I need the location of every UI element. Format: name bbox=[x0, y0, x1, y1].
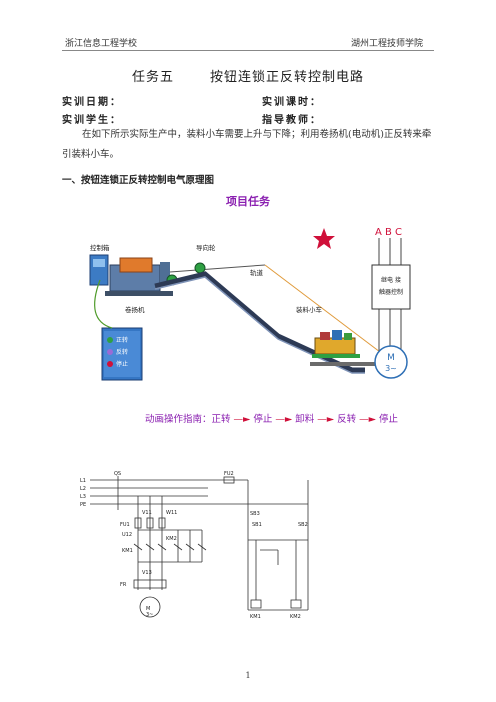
motor-symbol bbox=[374, 345, 408, 379]
circuit-label-coil-km1: KM1 bbox=[250, 614, 261, 620]
guide-arrow-4: —► bbox=[356, 414, 380, 425]
circuit-label-fu1: FU1 bbox=[120, 522, 130, 528]
label-track: 轨道 bbox=[250, 268, 264, 277]
circuit-label-w11: W11 bbox=[166, 510, 177, 516]
page-title: 任务五 按钮连锁正反转控制电路 bbox=[0, 66, 496, 85]
circuit-label-v13: V13 bbox=[142, 570, 152, 576]
header-left: 浙江信息工程学校 bbox=[65, 39, 138, 49]
page-number: 1 bbox=[245, 671, 251, 680]
guide-step-2: 停止 bbox=[253, 414, 273, 425]
motor-label: M bbox=[387, 353, 395, 363]
circuit-label-v11: V11 bbox=[142, 510, 152, 516]
label-guide-wheel: 导向轮 bbox=[196, 243, 216, 252]
push-button-station bbox=[101, 327, 143, 381]
circuit-motor-phase: 3~ bbox=[146, 612, 153, 618]
intro-paragraph: 在如下所示实际生产中，装料小车需要上升与下降；利用卷扬机(电动机)正反转来牵引装… bbox=[62, 129, 432, 160]
label-forward: 正转 bbox=[116, 336, 128, 344]
relay-box bbox=[371, 264, 411, 310]
schematic-diagram: L1 L2 L3 PE QS FU1 FU2 FR KM1 KM2 SB1 SB… bbox=[80, 471, 309, 620]
guide-wheel-2 bbox=[194, 262, 206, 274]
label-stop: 停止 bbox=[116, 360, 128, 368]
animation-guide: 动画操作指南：正转 —► 停止 —► 卸料 —► 反转 —► 停止 bbox=[145, 411, 398, 425]
guide-step-1: 正转 bbox=[211, 414, 231, 425]
label-reverse: 反转 bbox=[116, 348, 128, 356]
circuit-label-l1: L1 bbox=[80, 478, 86, 484]
figure-title: 项目任务 bbox=[226, 195, 270, 208]
circuit-label-l2: L2 bbox=[80, 486, 86, 492]
winch-machine bbox=[105, 257, 173, 296]
header-right: 湖州工程技师学院 bbox=[350, 39, 423, 49]
controller-box bbox=[89, 254, 109, 286]
svg-text:触器控制: 触器控制 bbox=[379, 288, 403, 296]
label-cart: 装料小车 bbox=[296, 305, 323, 314]
field-hours: 实训课时： bbox=[262, 97, 322, 108]
task-number: 任务五 bbox=[131, 70, 174, 85]
track bbox=[154, 271, 365, 374]
guide-arrow-1: —► bbox=[230, 414, 254, 425]
project-figure: A B C 继电 接 触器控制 M 3~ 控制箱 导向轮 卷扬机 轨道 装料小车… bbox=[89, 227, 411, 381]
motor-phase-label: 3~ bbox=[385, 364, 397, 373]
circuit-label-fu2: FU2 bbox=[224, 471, 234, 477]
circuit-label-coil-km2: KM2 bbox=[290, 614, 301, 620]
field-student: 实训学生： bbox=[62, 115, 122, 126]
circuit-label-qs: QS bbox=[114, 471, 121, 477]
circuit-label-sb3: SB3 bbox=[250, 511, 260, 517]
section-heading: 一、按钮连锁正反转控制电气原理图 bbox=[62, 175, 215, 186]
guide-arrow-3: —► bbox=[314, 414, 338, 425]
star-icon bbox=[313, 228, 335, 249]
field-date: 实训日期： bbox=[62, 97, 122, 108]
label-controller: 控制箱 bbox=[90, 243, 110, 252]
circuit-label-l3: L3 bbox=[80, 494, 86, 500]
circuit-label-km1: KM1 bbox=[122, 548, 133, 554]
circuit-motor: M bbox=[146, 606, 150, 612]
abc-label: A B C bbox=[375, 227, 402, 238]
guide-step-3: 卸料 bbox=[295, 414, 315, 425]
circuit-label-sb2: SB2 bbox=[298, 522, 308, 528]
circuit-label-km2: KM2 bbox=[166, 536, 177, 542]
label-winch: 卷扬机 bbox=[125, 305, 145, 314]
field-teacher: 指导教师： bbox=[262, 115, 322, 126]
relay-label: 继电 接 bbox=[381, 276, 401, 284]
circuit-label-sb1: SB1 bbox=[252, 522, 262, 528]
guide-step-4: 反转 bbox=[337, 414, 357, 425]
task-name: 按钮连锁正反转控制电路 bbox=[210, 70, 365, 85]
circuit-label-u12: U12 bbox=[122, 532, 132, 538]
guide-prefix: 动画操作指南： bbox=[145, 414, 212, 425]
guide-step-5: 停止 bbox=[379, 414, 399, 425]
circuit-label-pe: PE bbox=[80, 502, 86, 508]
circuit-label-fr: FR bbox=[120, 582, 127, 588]
header-divider bbox=[62, 50, 434, 51]
guide-arrow-2: —► bbox=[272, 414, 296, 425]
loading-cart bbox=[312, 330, 360, 358]
